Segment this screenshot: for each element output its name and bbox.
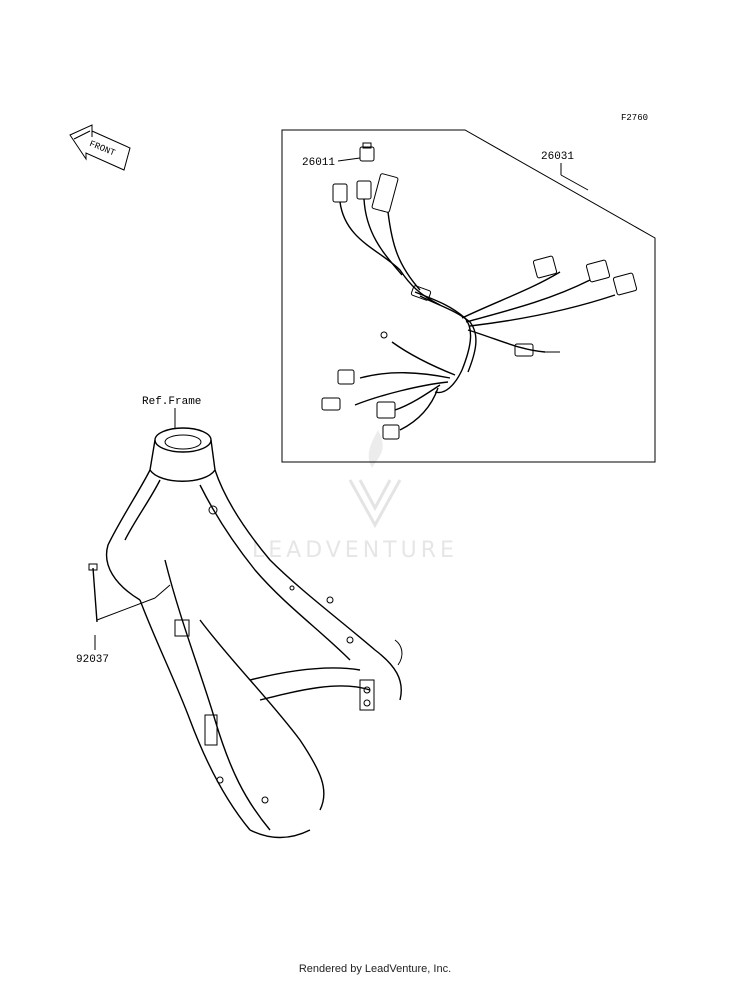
band-92037: [88, 563, 171, 623]
connector-top-mid: [356, 180, 372, 200]
front-arrow-icon: FRONT: [69, 124, 131, 171]
callout-26031: 26031: [541, 151, 574, 163]
leadventure-watermark: LEADVENTURE: [252, 430, 458, 563]
leadventure-logo-icon: [348, 430, 402, 529]
connector-top-left: [332, 183, 348, 203]
wiring-harness: [321, 142, 638, 440]
connector-26011: [359, 146, 375, 162]
connector-lower-1: [337, 369, 355, 385]
connector-right-2: [585, 259, 611, 283]
frame: [105, 427, 403, 839]
footer-credit: Rendered by LeadVenture, Inc.: [298, 963, 452, 975]
callout-ref-frame: Ref.Frame: [142, 396, 201, 408]
figure-code: F2760: [621, 113, 648, 123]
connector-lower-4: [382, 424, 400, 440]
connector-right-4: [514, 343, 534, 357]
harness-box: [281, 129, 656, 463]
connector-lower-3: [376, 401, 396, 419]
watermark-text: LEADVENTURE: [252, 538, 458, 563]
leader-26011: [337, 157, 361, 162]
connector-meter: [371, 173, 399, 213]
callout-26011: 26011: [302, 157, 335, 169]
connector-lower-2: [321, 397, 341, 411]
callout-92037: 92037: [76, 654, 109, 666]
connector-right-1: [532, 255, 558, 279]
connector-right-3: [612, 272, 638, 296]
leader-26031-b: [560, 174, 589, 191]
